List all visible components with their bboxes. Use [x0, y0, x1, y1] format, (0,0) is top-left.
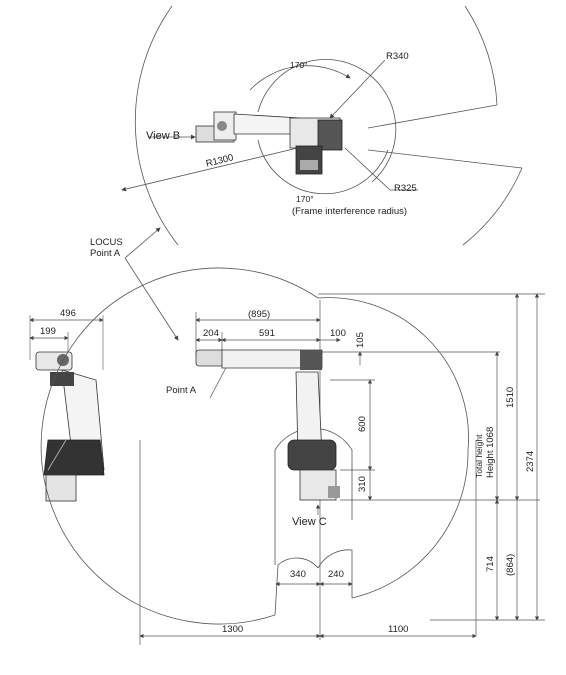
top-view-robot — [195, 111, 343, 175]
total-height-label: Total height — [474, 434, 484, 478]
dim-1300: 1300 — [222, 624, 244, 635]
dim-1100: 1100 — [388, 624, 409, 635]
r340-arc — [257, 59, 397, 183]
dim-591: 591 — [259, 328, 275, 339]
r340-label: R340 — [386, 51, 409, 62]
top-view — [121, 5, 523, 246]
frame-interference-note: (Frame interference radius) — [292, 206, 408, 217]
dim-100: 100 — [330, 328, 346, 339]
view-c-label: View C — [292, 516, 327, 528]
height-1068-label: Height 1068 — [485, 426, 496, 478]
dim-105: 105 — [355, 332, 366, 348]
dim-310: 310 — [357, 476, 368, 492]
locus-arc-top — [134, 5, 179, 246]
r325-label: R325 — [394, 183, 417, 194]
dim-2374: 2374 — [525, 450, 536, 472]
locus-arc-top-right-1 — [464, 5, 498, 106]
locus-label: LOCUS — [90, 237, 123, 248]
dim-600: 600 — [357, 416, 368, 432]
side-small-view — [29, 315, 105, 502]
dim-496: 496 — [60, 308, 76, 319]
locus-leaders — [124, 227, 179, 341]
locus-arc-top-right-2 — [462, 167, 523, 246]
point-a-label: Point A — [166, 385, 197, 396]
dim-340: 340 — [290, 569, 306, 580]
dim-204: 204 — [203, 328, 219, 339]
dim-199: 199 — [40, 326, 56, 337]
dim-1510: 1510 — [505, 386, 516, 408]
side-view-envelope — [40, 267, 469, 625]
dim-240: 240 — [328, 569, 344, 580]
r325-arc — [257, 139, 389, 195]
dim-864: (864) — [505, 553, 516, 576]
view-b-label: View B — [146, 130, 181, 142]
dim-895: (895) — [248, 309, 271, 320]
angle-bottom-label: 170° — [296, 194, 314, 204]
dim-714: 714 — [485, 556, 496, 572]
angle-top-label: 170° — [290, 60, 308, 70]
side-view-robot — [195, 349, 340, 501]
locus-point-label: Point A — [90, 248, 121, 259]
